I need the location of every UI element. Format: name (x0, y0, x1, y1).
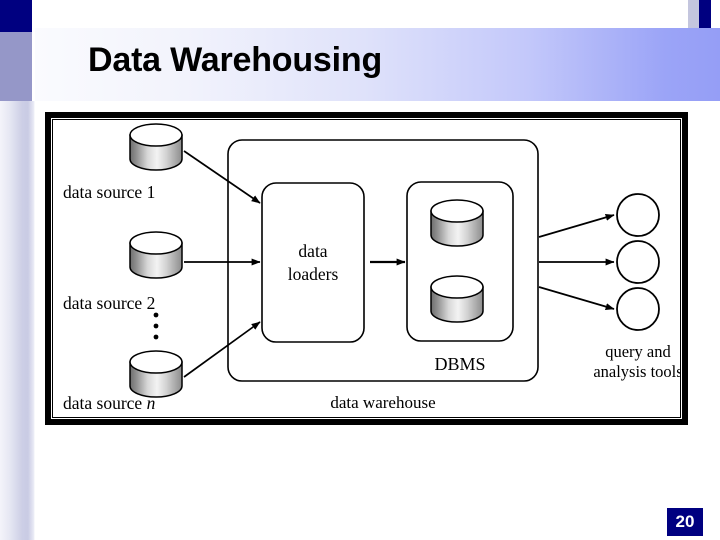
data-source-cylinder-1 (129, 123, 183, 171)
page-number-label: 20 (675, 512, 695, 531)
decoration-periwinkle-block (0, 32, 32, 101)
arrow-source1-to-loaders (183, 150, 261, 204)
label-data-source-n-text: data source (63, 393, 147, 413)
data-warehouse-diagram: data source 1 data source 2 data source … (63, 123, 681, 413)
arrow-warehouse-to-tool1 (538, 214, 615, 238)
label-dbms: DBMS (434, 354, 485, 374)
query-tool-node-3 (616, 287, 660, 331)
dbms-store-cylinder-2 (430, 275, 484, 323)
vertical-ellipsis-icon (153, 312, 159, 340)
decoration-left-gradient-strip (0, 101, 35, 540)
arrow-warehouse-to-tool3 (538, 286, 615, 310)
label-data-loaders-line1: data (298, 241, 327, 261)
label-data-warehouse: data warehouse (330, 393, 435, 412)
query-tool-node-2 (616, 240, 660, 284)
data-source-cylinder-n (129, 350, 183, 398)
query-tool-node-1 (616, 193, 660, 237)
arrow-sourcen-to-loaders (183, 321, 261, 378)
page-title: Data Warehousing (88, 41, 383, 79)
label-data-source-2: data source 2 (63, 293, 155, 313)
label-query-tools-line2: analysis tools (593, 362, 681, 381)
label-query-tools-line1: query and (605, 342, 671, 361)
data-source-cylinder-2 (129, 231, 183, 279)
data-warehouse-container (227, 139, 539, 382)
page-number-badge (667, 508, 703, 536)
dbms-store-cylinder-1 (430, 199, 484, 247)
header-band (35, 28, 720, 101)
label-data-loaders-line2: loaders (288, 264, 339, 284)
label-data-source-n-index: n (147, 393, 156, 413)
data-loaders-box (261, 182, 365, 343)
decoration-right-light-bar (688, 0, 699, 46)
decoration-navy-block (0, 0, 32, 32)
label-data-source-n: data source n (63, 393, 156, 413)
label-data-source-1: data source 1 (63, 182, 155, 202)
